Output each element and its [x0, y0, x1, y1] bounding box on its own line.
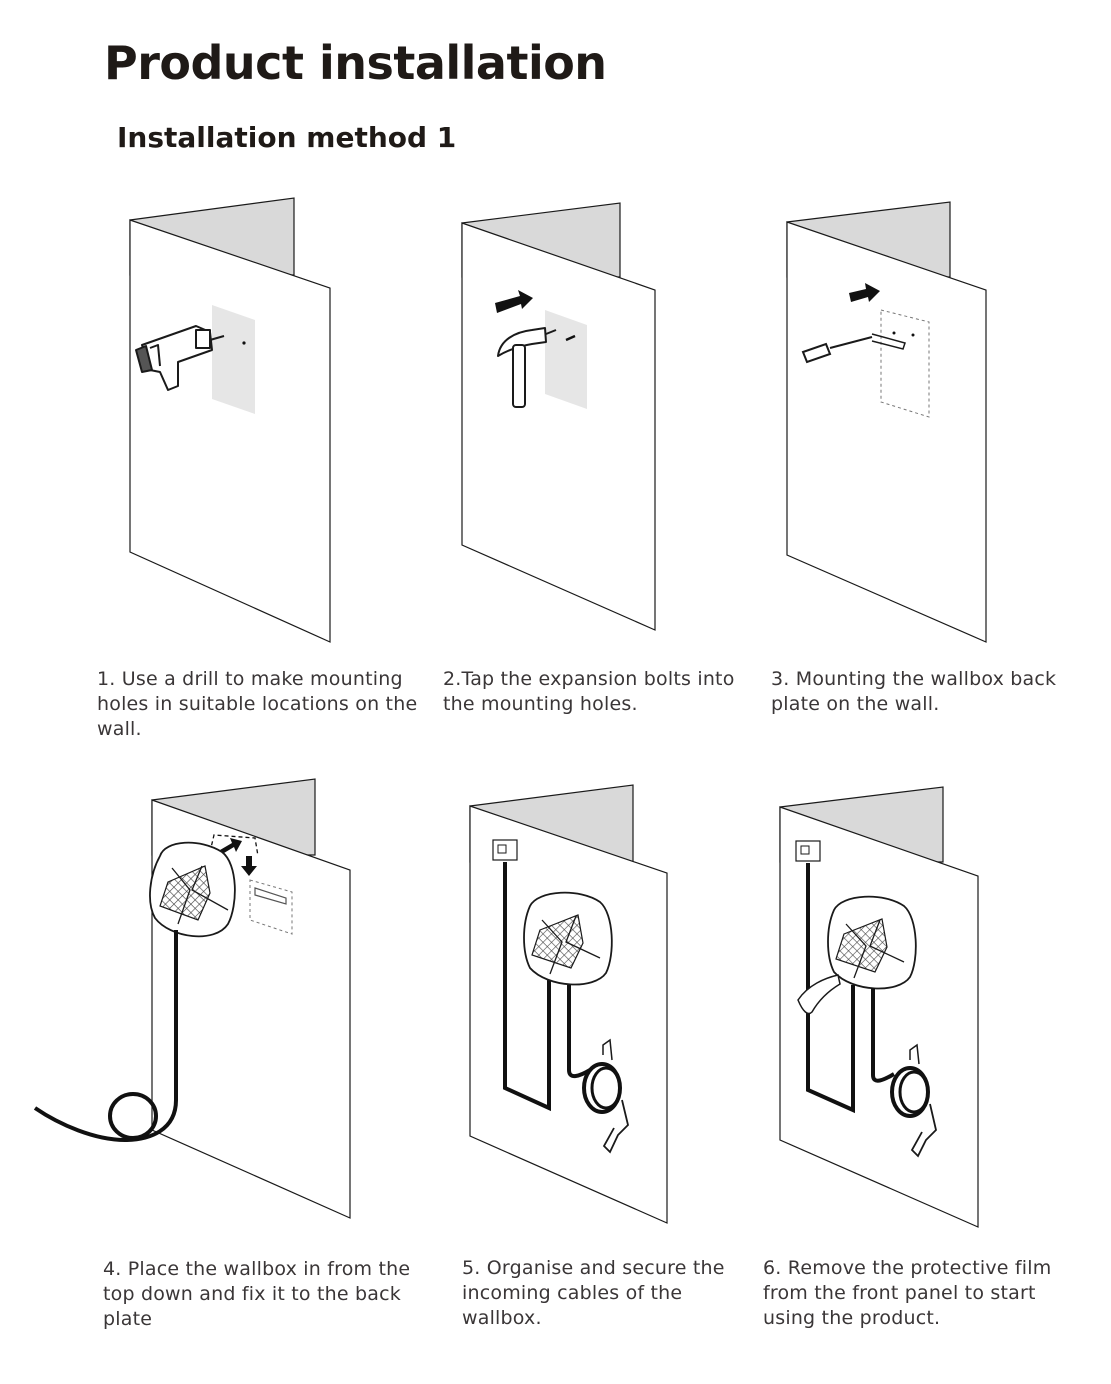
- charging-plug-icon: [910, 1103, 937, 1158]
- wall-panel: [786, 201, 987, 643]
- wallbox-icon: [523, 891, 613, 986]
- cable-loop: [108, 1092, 158, 1140]
- step-5-illustration: [469, 784, 668, 1224]
- wallbox-icon: [827, 895, 917, 990]
- wall-panel: [129, 197, 331, 643]
- drill-icon: [135, 325, 225, 391]
- direction-arrow-icon: [495, 290, 533, 313]
- incoming-cable: [503, 862, 551, 1112]
- step-3-illustration: [786, 201, 987, 643]
- direction-arrow-icon: [220, 838, 242, 853]
- section-subtitle: Installation method 1: [117, 121, 457, 154]
- direction-arrow-icon: [849, 283, 880, 302]
- page-title: Product installation: [104, 36, 607, 90]
- wallbox-icon: [149, 841, 236, 938]
- step-6-illustration: [779, 786, 979, 1228]
- hook-icon: [909, 1043, 920, 1065]
- expansion-bolt: [565, 334, 576, 342]
- mounting-area-marker: [545, 310, 587, 409]
- cable: [33, 930, 178, 1143]
- wall-panel: [461, 202, 656, 631]
- back-plate-outline: [249, 879, 293, 935]
- power-socket-icon: [492, 839, 518, 861]
- hook-icon: [602, 1038, 613, 1061]
- step-3-caption: 3. Mounting the wallbox back plate on th…: [771, 668, 1057, 715]
- power-socket-icon: [795, 840, 821, 862]
- mounting-area-marker: [212, 305, 255, 414]
- hole-mark: [242, 341, 246, 345]
- step-2-illustration: [461, 202, 656, 631]
- charging-cable: [871, 988, 896, 1083]
- step-4-illustration: [33, 778, 351, 1219]
- step-2-caption: 2.Tap the expansion bolts into the mount…: [443, 668, 735, 715]
- back-plate-outline: [880, 309, 930, 418]
- step-5-caption: 5. Organise and secure the incoming cabl…: [462, 1257, 725, 1329]
- step-1-illustration: [129, 197, 331, 643]
- down-arrow-icon: [241, 856, 257, 876]
- screwdriver-icon: [801, 333, 906, 364]
- step-1-caption: 1. Use a drill to make mounting holes in…: [97, 668, 418, 740]
- step-4-caption: 4. Place the wallbox in from the top dow…: [103, 1258, 411, 1330]
- hammer-icon: [497, 327, 557, 408]
- charging-plug-icon: [602, 1099, 629, 1154]
- step-6-caption: 6. Remove the protective film from the f…: [763, 1257, 1052, 1329]
- hand-icon: [797, 974, 841, 1015]
- incoming-cable: [806, 863, 855, 1114]
